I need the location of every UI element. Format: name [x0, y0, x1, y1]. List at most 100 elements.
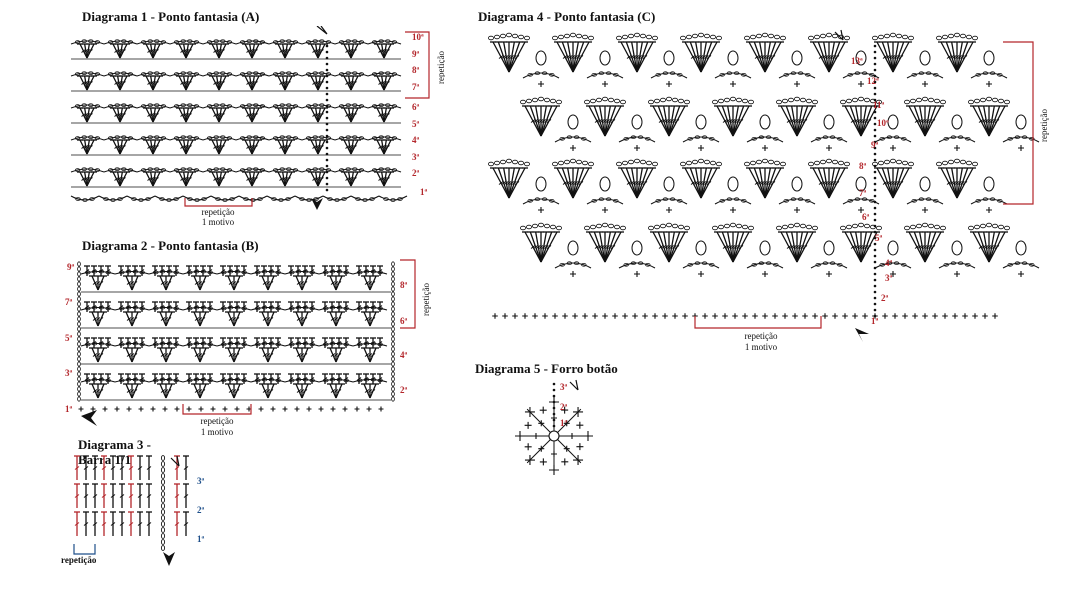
- double-crochet-bar: [634, 55, 640, 59]
- d1-row-label: 3ª: [412, 152, 420, 162]
- double-crochet-bar: [352, 113, 357, 117]
- chain-stitch: [1029, 263, 1035, 267]
- double-crochet-bar: [231, 317, 237, 321]
- double-crochet-bar: [760, 55, 765, 59]
- chain-stitch: [773, 263, 779, 267]
- chain-stitch: [239, 136, 246, 140]
- double-crochet-bar: [370, 269, 376, 273]
- chain-stitch: [391, 40, 398, 44]
- single-crochet-stitch: [538, 207, 544, 213]
- edge-chain: [77, 331, 81, 337]
- edge-chain: [391, 396, 395, 402]
- double-crochet-bar: [302, 305, 308, 309]
- chain-stitch: [147, 135, 153, 139]
- chain-stitch: [206, 136, 213, 140]
- single-crochet-stitch: [150, 406, 156, 412]
- chain-stitch: [975, 199, 981, 203]
- double-crochet-bar: [207, 341, 213, 345]
- picot-chain: [582, 34, 589, 40]
- double-crochet-bar: [309, 269, 315, 273]
- picot-chain: [647, 99, 654, 105]
- double-crochet-bar: [187, 113, 192, 117]
- picot-chain: [717, 224, 724, 230]
- double-crochet-bar: [370, 317, 376, 321]
- chain-stitch: [305, 168, 312, 172]
- double-crochet-bar: [213, 49, 218, 53]
- double-crochet-bar: [345, 113, 350, 117]
- turning-chain: [873, 158, 877, 162]
- single-crochet-stitch: [174, 406, 180, 412]
- double-crochet-bar: [536, 245, 541, 249]
- double-crochet-bar: [183, 522, 189, 526]
- chain-ring: [1015, 240, 1027, 256]
- double-crochet-bar: [664, 119, 669, 123]
- double-crochet-bar: [928, 119, 933, 123]
- double-crochet-bar: [98, 377, 104, 381]
- chain-stitch: [173, 136, 180, 140]
- double-crochet-bar: [193, 377, 199, 381]
- chain-stitch: [226, 40, 233, 44]
- double-crochet-bar: [92, 466, 98, 470]
- chain-ring: [567, 240, 579, 256]
- double-crochet-bar: [268, 389, 274, 393]
- double-crochet-bar: [85, 145, 91, 149]
- edge-chain: [391, 346, 395, 352]
- picot-chain: [703, 159, 710, 165]
- chain-stitch: [371, 72, 378, 76]
- diagram-1-end-arrow-icon: [316, 26, 328, 35]
- picot-chain: [717, 98, 724, 104]
- double-crochet-bar: [345, 145, 350, 149]
- double-crochet-bar: [85, 177, 91, 181]
- picot-chain: [787, 223, 794, 229]
- chain-stitch: [933, 72, 939, 77]
- d1-row-label: 10ª: [412, 32, 424, 42]
- chain-stitch: [253, 39, 259, 43]
- edge-chain: [77, 261, 81, 267]
- double-crochet-bar: [279, 177, 284, 181]
- chain-stitch: [292, 168, 299, 172]
- chain-arc: [216, 270, 252, 275]
- double-crochet-bar: [228, 389, 234, 393]
- chain-stitch: [391, 168, 398, 172]
- double-crochet-bar: [380, 81, 386, 85]
- double-crochet-bar: [336, 305, 342, 309]
- turning-chain: [873, 122, 877, 126]
- double-crochet-bar: [888, 181, 893, 185]
- single-crochet-stitch: [524, 406, 535, 417]
- double-crochet-bar: [84, 377, 90, 381]
- chain-stitch: [1029, 137, 1035, 141]
- chain-stitch: [213, 39, 219, 43]
- double-crochet-bar: [184, 145, 190, 149]
- diagram-5-row-labels: 3ª 2ª 1ª: [560, 382, 568, 428]
- chain-stitch: [637, 261, 644, 266]
- chain-stitch: [279, 39, 285, 43]
- double-crochet-bar: [349, 81, 355, 85]
- double-crochet-bar: [132, 341, 138, 345]
- double-crochet-bar: [125, 305, 131, 309]
- double-crochet-bar: [853, 119, 858, 123]
- single-crochet-stitch: [258, 406, 264, 412]
- double-crochet-bar: [704, 181, 709, 185]
- chain-arc: [250, 378, 286, 383]
- double-crochet-bar: [139, 341, 145, 345]
- picot-chain: [747, 225, 754, 231]
- chain-stitch: [74, 136, 81, 140]
- double-crochet-bar: [220, 145, 225, 149]
- double-crochet-bar: [215, 145, 221, 149]
- spoke: [526, 439, 551, 464]
- double-crochet-bar: [250, 113, 256, 117]
- chain-stitch: [943, 137, 949, 141]
- chain-arc: [202, 40, 237, 45]
- double-crochet-bar: [105, 341, 111, 345]
- double-crochet-bar: [829, 181, 834, 185]
- chain-stitch: [292, 136, 299, 140]
- chain-stitch: [286, 71, 292, 75]
- diagram-5-title: Diagrama 5 - Forro botão: [475, 361, 618, 376]
- chain-arc: [268, 40, 303, 45]
- chain-stitch: [206, 168, 213, 172]
- chain-ring: [951, 114, 963, 130]
- chain-arc: [334, 40, 369, 45]
- chain-arc: [103, 168, 138, 173]
- chain-stitch: [989, 71, 996, 75]
- double-crochet-bar: [118, 113, 124, 117]
